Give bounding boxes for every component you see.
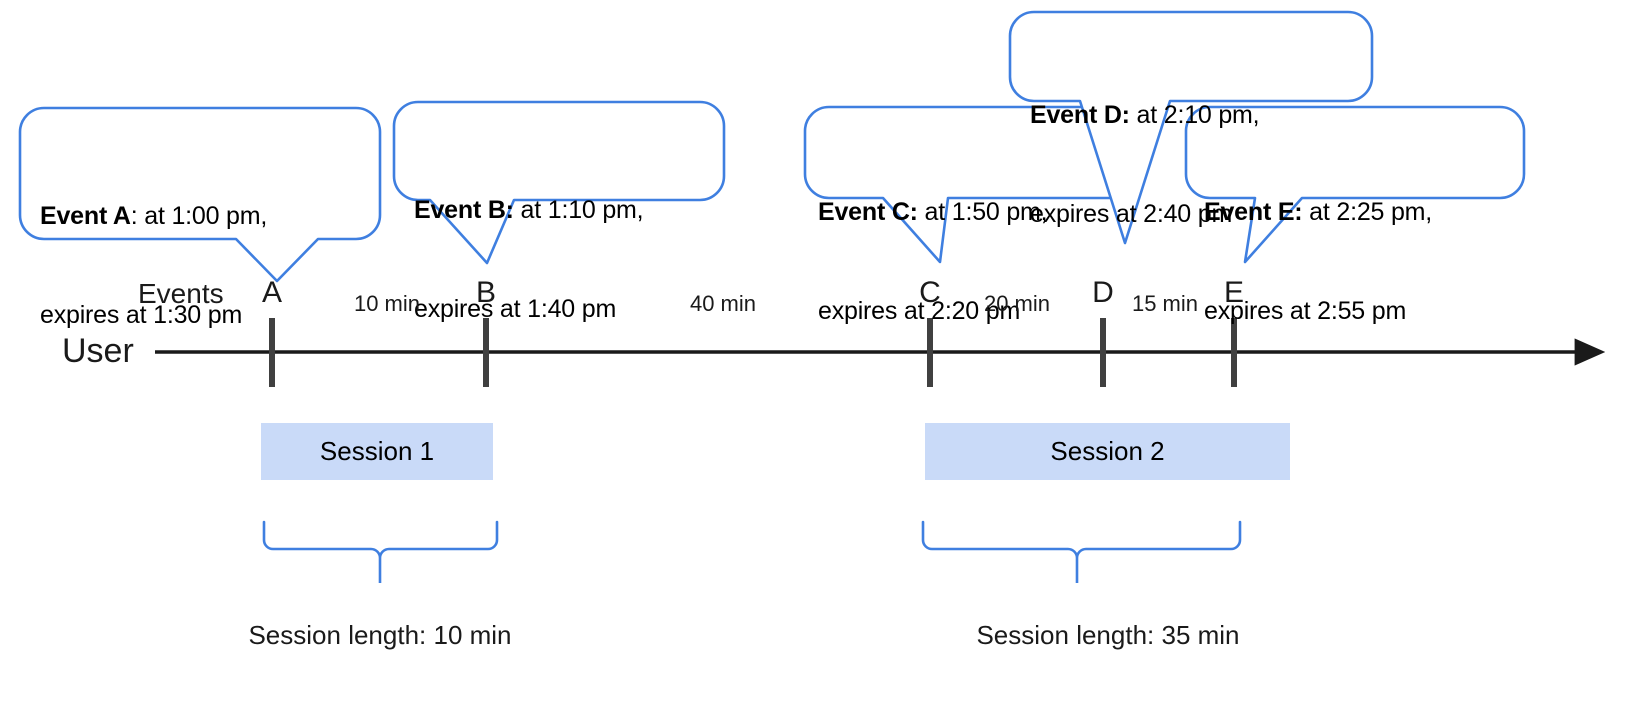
callout-text-a: Event A: at 1:00 pm, expires at 1:30 pm (40, 134, 267, 398)
callout-e-rest: at 2:25 pm, (1302, 198, 1433, 226)
session-2-caption: Session length: 35 min (976, 620, 1240, 650)
event-letter-d: D (1092, 276, 1114, 309)
callout-bubble-d (1008, 10, 1374, 245)
callout-bubble-a (18, 106, 382, 283)
gap-label-b-c: 40 min (689, 291, 757, 316)
callout-d-line2: expires at 2:40 pm (1030, 200, 1233, 228)
event-letter-c: C (919, 276, 941, 309)
callout-b-rest: at 1:10 pm, (513, 196, 644, 224)
callout-bubble-e (1184, 105, 1526, 264)
gap-label-d-e: 15 min (1131, 291, 1199, 316)
session-2-brace (921, 520, 1242, 583)
callout-text-d: Event D: at 2:10 pm, expires at 2:40 pm (1030, 33, 1260, 297)
callout-d-name: Event D: (1030, 101, 1130, 129)
session-box-2: Session 2 (925, 423, 1290, 480)
timeline-ticks (269, 318, 1237, 387)
callout-c-name: Event C: (818, 198, 918, 226)
callout-d-rest: at 2:10 pm, (1129, 101, 1260, 129)
event-letter-a: A (261, 276, 282, 309)
callout-a-name: Event A (40, 202, 131, 230)
session-box-1: Session 1 (261, 423, 493, 480)
event-letter-b: B (475, 276, 496, 309)
callout-e-line2: expires at 2:55 pm (1204, 297, 1407, 325)
axis-row-label-user: User (62, 332, 134, 370)
session-1-brace (262, 520, 499, 583)
callout-c-line2: expires at 2:20 pm (818, 297, 1021, 325)
callout-bubble-b (392, 100, 726, 265)
callout-text-c: Event C: at 1:50 pm, expires at 2:20 pm (818, 130, 1048, 394)
event-letter-e: E (1223, 276, 1244, 309)
callout-a-rest: at 1:00 pm, (137, 202, 268, 230)
callout-b-name: Event B: (414, 196, 514, 224)
gap-label-a-b: 10 min (353, 291, 421, 316)
callout-b-line2: expires at 1:40 pm (414, 295, 617, 323)
events-label: Events (138, 278, 224, 309)
gap-label-c-d: 20 min (983, 291, 1051, 316)
session-1-label: Session 1 (319, 436, 435, 466)
session-2-label: Session 2 (1050, 436, 1165, 466)
callout-c-rest: at 1:50 pm, (917, 198, 1048, 226)
callout-text-e: Event E: at 2:25 pm, expires at 2:55 pm (1204, 130, 1432, 394)
callout-a-sep: : (130, 202, 138, 230)
callout-text-b: Event B: at 1:10 pm, expires at 1:40 pm (414, 128, 644, 392)
callout-a-line2: expires at 1:30 pm (40, 301, 243, 329)
session-1-caption: Session length: 10 min (248, 620, 512, 650)
callout-e-name: Event E: (1204, 198, 1303, 226)
